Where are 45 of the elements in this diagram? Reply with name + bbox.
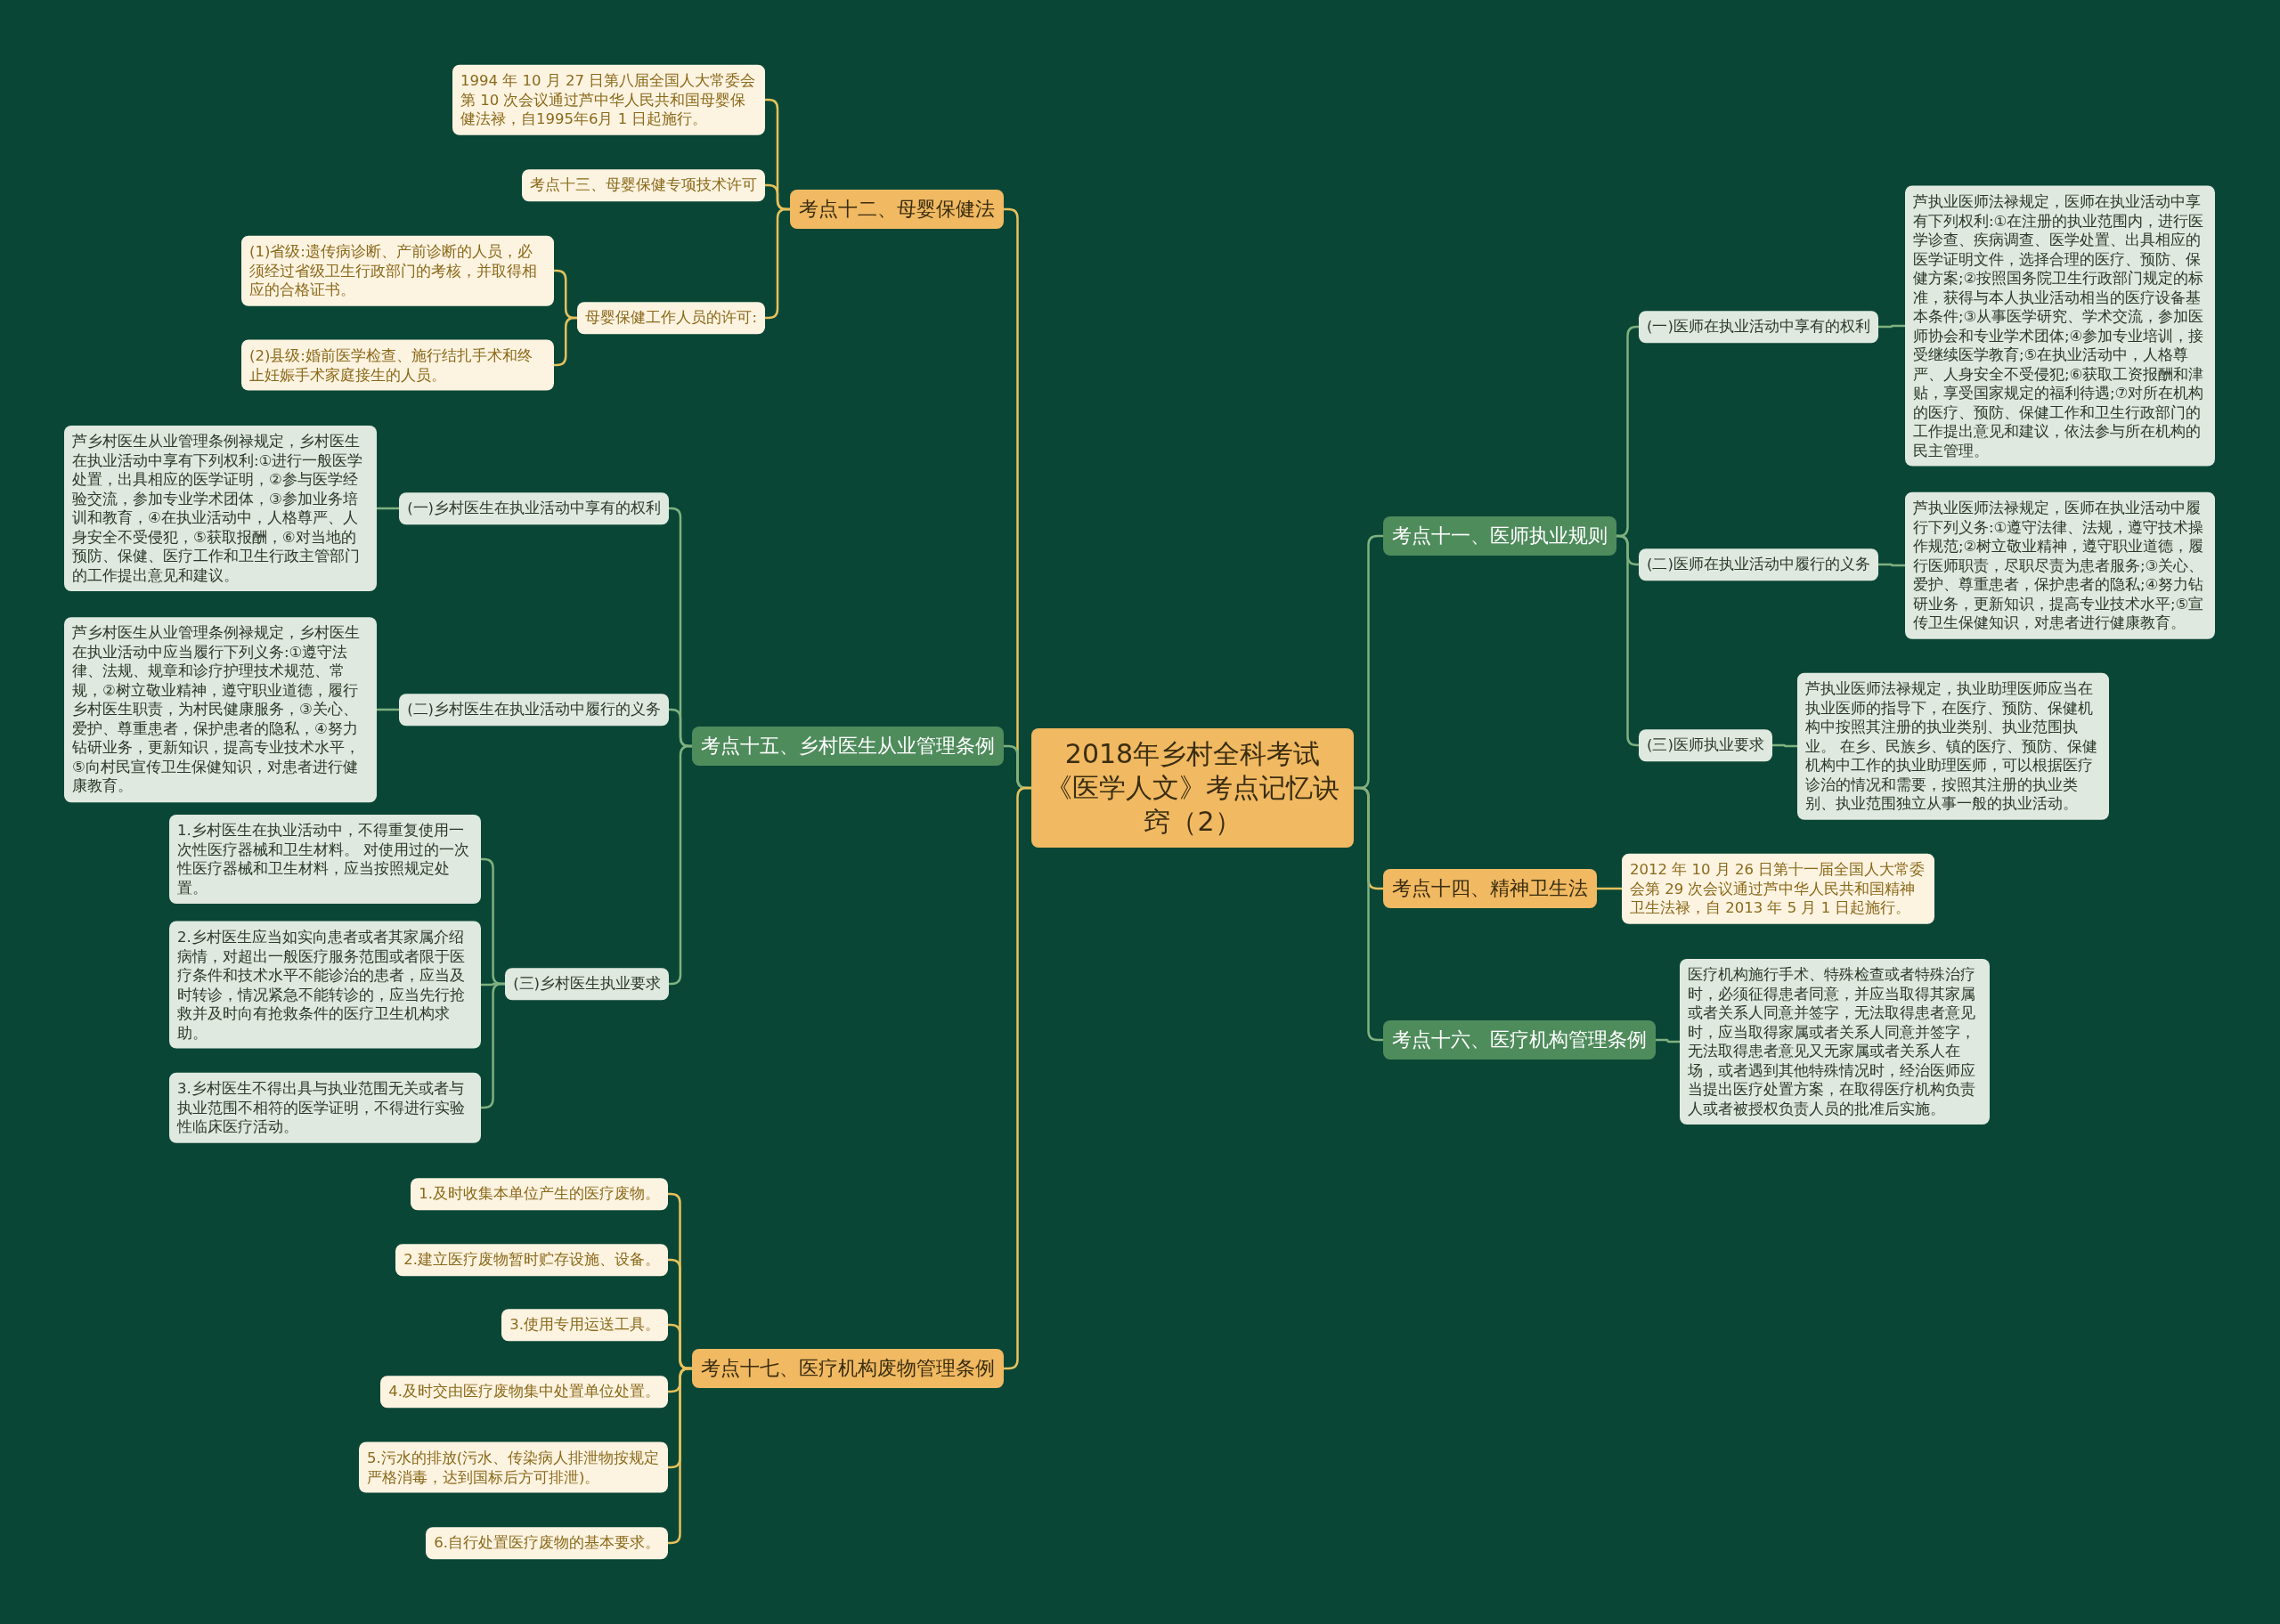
note-box: 医疗机构施行手术、特殊检查或者特殊治疗时，必须征得患者同意，并应当取得其家属或者关系人同意并签字，无法取得患者意见时，应当取得家属或者关系人同意并签字，无法取得患者意见又无家属或者关系人在场，或者遇到其他特殊情况时，经治医师应当提出医疗处置方案，在取得医疗机构负责人或者被授权负责人员的批准后实施。 bbox=[1680, 959, 1990, 1125]
note-box: 芦执业医师法禄规定，执业助理医师应当在执业医师的指导下，在医疗、预防、保健机构中按照其注册的执业类别、执业范围执业。 在乡、民族乡、镇的医疗、预防、保健机构中工作的执业助理医师，可以根据医疗诊治的情况和需要，按照其注册的执业类别、执业范围独立从事一般的执业活动。 bbox=[1797, 672, 2109, 820]
note-box: 2012 年 10 月 26 日第十一届全国人大常委会第 29 次会议通过芦中华人民共和国精神卫生法禄，自 2013 年 5 月 1 日起施行。 bbox=[1622, 853, 1934, 924]
list-item-box: 2.建立医疗废物暂时贮存设施、设备。 bbox=[395, 1244, 668, 1276]
note-box: (1)省级:遗传病诊断、产前诊断的人员，必须经过省级卫生行政部门的考核，并取得相应的合格证书。 bbox=[241, 235, 554, 306]
note-box: 3.乡村医生不得出具与执业范围无关或者与执业范围不相符的医学证明，不得进行实验性临床医疗活动。 bbox=[169, 1072, 481, 1143]
list-item-box: 3.使用专用运送工具。 bbox=[501, 1309, 668, 1341]
connector-line bbox=[1771, 743, 1797, 748]
connector-line bbox=[1877, 563, 1905, 567]
connector-line bbox=[669, 744, 692, 986]
connector-line bbox=[377, 507, 400, 510]
note-box: (2)县级:婚前医学检查、施行结扎手术和终止妊娠手术家庭接生的人员。 bbox=[241, 339, 554, 391]
subtopic-box: (一)医师在执业活动中享有的权利 bbox=[1639, 311, 1878, 343]
subtopic-box: (三)医师执业要求 bbox=[1639, 729, 1772, 761]
list-item-box: 1.及时收集本单位产生的医疗废物。 bbox=[411, 1178, 668, 1210]
list-item-box: 6.自行处置医疗废物的基本要求。 bbox=[426, 1527, 668, 1559]
branch-box: 考点十五、乡村医生从业管理条例 bbox=[692, 727, 1004, 766]
connector-line bbox=[1616, 534, 1639, 747]
subtopic-box: (三)乡村医生执业要求 bbox=[505, 968, 669, 1000]
note-box: 1.乡村医生在执业活动中，不得重复使用一次性医疗器械和卫生材料。 对使用过的一次性医疗器械和卫生材料，应当按照规定处置。 bbox=[169, 815, 481, 904]
subtopic-box: 母婴保健工作人员的许可: bbox=[577, 302, 765, 334]
note-box: 芦乡村医生从业管理条例禄规定，乡村医生在执业活动中享有下列权利:①进行一般医学处置，出具相应的医学证明，②参与医学经验交流，参加专业学术团体，③参加业务培训和教育，④在执业活动中，人格尊严、人身安全不受侵犯，⑤获取报酬，⑥对当地的预防、保健、医疗工作和卫生行政主管部门的工作提出意见和建议。 bbox=[64, 426, 377, 591]
subtopic-box: (二)乡村医生在执业活动中履行的义务 bbox=[399, 694, 669, 726]
branch-box: 考点十一、医师执业规则 bbox=[1383, 516, 1616, 556]
note-box: 1994 年 10 月 27 日第八届全国人大常委会第 10 次会议通过芦中华人民共和国母婴保健法禄，自1995年6月 1 日起施行。 bbox=[452, 64, 765, 135]
connector-line bbox=[1656, 1038, 1680, 1043]
list-item-box: 4.及时交由医疗废物集中处置单位处置。 bbox=[380, 1376, 668, 1408]
branch-box: 考点十二、母婴保健法 bbox=[790, 190, 1004, 229]
note-box: 芦执业医师法禄规定，医师在执业活动中履行下列义务:①遵守法律、法规，遵守技术操作规范;②树立敬业精神，遵守职业道德，履行医师职责，尽职尽责为患者服务;③关心、爱护、尊重患者，保护患者的隐私;④努力钻研业务，更新知识，提高专业技术水平;⑤宣传卫生保健知识，对患者进行健康教育。 bbox=[1905, 491, 2215, 639]
connector-line bbox=[1877, 324, 1905, 329]
branch-box: 考点十四、精神卫生法 bbox=[1383, 869, 1597, 908]
note-box: 芦执业医师法禄规定，医师在执业活动中享有下列权利:①在注册的执业范围内，进行医学诊查、疾病调查、医学处置、出具相应的医学证明文件，选择合理的医疗、预防、保健方案;②按照国务院卫生行政部门规定的标准，获得与本人执业活动相当的医疗设备基本条件;③从事医学研究、学术交流，参加医师协会和专业学术团体;④参加专业培训，接受继续医学教育;⑤在执业活动中，人格尊严、人身安全不受侵犯;⑥获取工资报酬和津贴，享受国家规定的福利待遇;⑦对所在机构的医疗、预防、保健工作和卫生行政部门的工作提出意见和建议，依法参与所在机构的民主管理。 bbox=[1905, 185, 2215, 467]
subtopic-box: 考点十三、母婴保健专项技术许可 bbox=[522, 169, 765, 201]
list-item-box: 5.污水的排放(污水、传染病人排泄物按规定严格消毒，达到国标后方可排泄)。 bbox=[359, 1441, 668, 1493]
connector-line bbox=[1354, 786, 1383, 1042]
subtopic-box: (一)乡村医生在执业活动中享有的权利 bbox=[399, 492, 669, 524]
connector-line bbox=[377, 708, 400, 711]
connector-line bbox=[554, 316, 578, 367]
connector-line bbox=[1597, 887, 1622, 890]
subtopic-box: (二)医师在执业活动中履行的义务 bbox=[1639, 548, 1878, 581]
central-topic-box: 2018年乡村全科考试《医学人文》考点记忆诀窍（2） bbox=[1031, 728, 1354, 848]
branch-box: 考点十六、医疗机构管理条例 bbox=[1383, 1020, 1656, 1060]
note-box: 2.乡村医生应当如实向患者或者其家属介绍病情，对超出一般医疗服务范围或者限于医疗条件和技术水平不能诊治的患者，应当及时转诊，情况紧急不能转诊的，应当先行抢救并及时向有抢救条件的医疗卫生机构求助。 bbox=[169, 921, 481, 1049]
branch-box: 考点十七、医疗机构废物管理条例 bbox=[692, 1349, 1004, 1388]
note-box: 芦乡村医生从业管理条例禄规定，乡村医生在执业活动中应当履行下列义务:①遵守法律、法规、规章和诊疗护理技术规范、常规，②树立敬业精神，遵守职业道德，履行乡村医生职责，为村民健康服务，③关心、爱护、尊重患者，保护患者的隐私，④努力钻研业务，更新知识，提高专业技术水平，⑤向村民宣传卫生保健知识，对患者进行健康教育。 bbox=[64, 617, 377, 802]
